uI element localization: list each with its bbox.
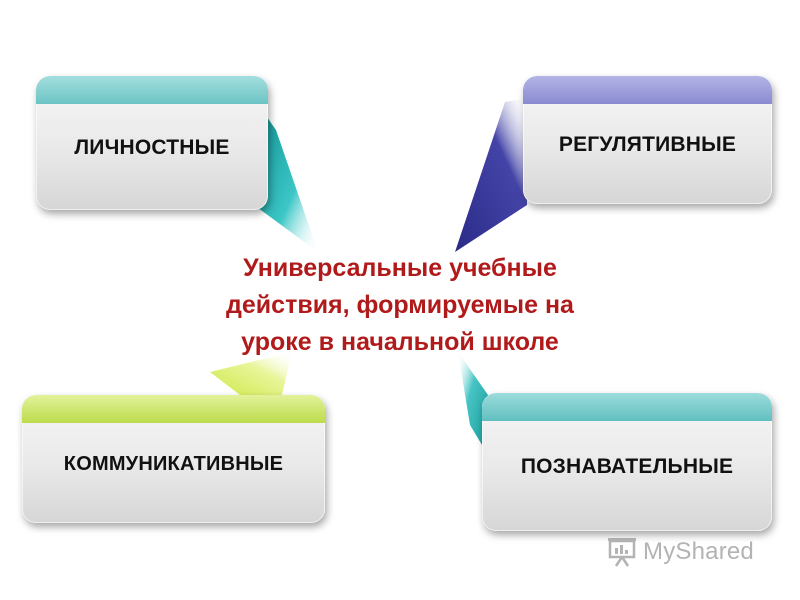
connector-personal (254, 110, 318, 252)
connector-regulatory (455, 98, 527, 252)
node-cognitive-header (482, 393, 772, 421)
center-title: Универсальные учебные действия, формируе… (150, 250, 650, 361)
connector-cognitive (458, 352, 488, 455)
node-regulatory: РЕГУЛЯТИВНЫЕ (523, 76, 772, 204)
center-title-line-3: уроке в начальной школе (241, 328, 559, 356)
center-title-line-2: действия, формируемые на (226, 291, 574, 319)
node-personal-header (36, 76, 268, 104)
node-communicative: КОММУНИКАТИВНЫЕ (22, 395, 325, 523)
node-regulatory-label: РЕГУЛЯТИВНЫЕ (558, 133, 737, 156)
watermark: MyShared (606, 536, 754, 568)
node-communicative-label: КОММУНИКАТИВНЫЕ (63, 452, 284, 475)
connector-communicative (210, 352, 292, 395)
node-personal: ЛИЧНОСТНЫЕ (36, 76, 268, 210)
node-communicative-header (22, 395, 325, 423)
node-cognitive: ПОЗНАВАТЕЛЬНЫЕ (482, 393, 772, 531)
watermark-text: MyShared (643, 538, 754, 565)
node-personal-label: ЛИЧНОСТНЫЕ (74, 136, 230, 159)
node-regulatory-header (523, 76, 772, 104)
presentation-board-icon (608, 538, 636, 567)
node-cognitive-label: ПОЗНАВАТЕЛЬНЫЕ (520, 455, 734, 478)
center-title-line-1: Универсальные учебные (243, 254, 557, 282)
